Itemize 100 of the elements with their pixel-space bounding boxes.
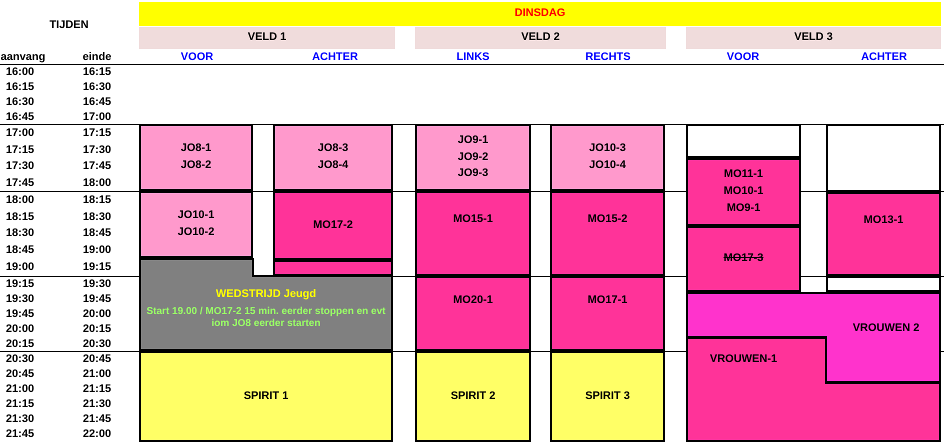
end-time: 16:45 bbox=[82, 94, 112, 108]
header-label: VELD 1 bbox=[248, 31, 286, 45]
team-label: MO15-1 bbox=[453, 213, 493, 227]
end-time: 17:45 bbox=[82, 159, 112, 173]
end-time: 21:45 bbox=[82, 412, 112, 426]
team-label: JO9-1 bbox=[458, 134, 488, 148]
start-time: 21:15 bbox=[6, 396, 34, 410]
start-time: 18:15 bbox=[6, 210, 34, 224]
match-title: WEDSTRIJD Jeugd bbox=[216, 288, 316, 302]
column-title: TIJDEN bbox=[49, 18, 89, 32]
column-title: einde bbox=[82, 50, 112, 64]
schedule-block bbox=[415, 276, 531, 351]
end-time: 18:45 bbox=[82, 226, 112, 240]
team-label: JO9-3 bbox=[458, 167, 488, 182]
end-time: 17:30 bbox=[82, 142, 112, 156]
end-time: 19:15 bbox=[82, 260, 112, 274]
start-time: 17:15 bbox=[6, 142, 34, 156]
team-label: MO20-1 bbox=[453, 294, 493, 308]
team-label: VROUWEN 2 bbox=[852, 322, 920, 336]
header-label: VELD 2 bbox=[521, 31, 560, 45]
end-time: 20:30 bbox=[82, 336, 112, 350]
end-time: 19:45 bbox=[82, 292, 112, 306]
team-label: SPIRIT 3 bbox=[585, 390, 630, 404]
team-label: MO15-2 bbox=[588, 213, 628, 227]
team-label: MO17-3 bbox=[724, 252, 764, 266]
start-time: 17:30 bbox=[6, 159, 34, 173]
team-label: JO10-3 bbox=[589, 142, 626, 156]
start-time: 16:00 bbox=[6, 65, 34, 79]
end-time: 22:00 bbox=[82, 427, 112, 441]
schedule-block bbox=[139, 351, 393, 442]
team-label: MO9-1 bbox=[726, 202, 760, 216]
schedule-block bbox=[550, 191, 665, 276]
start-time: 20:15 bbox=[6, 336, 34, 350]
team-label: JO8-4 bbox=[318, 159, 348, 173]
schedule-block bbox=[550, 124, 665, 191]
end-time: 21:30 bbox=[82, 396, 112, 410]
team-label: JO9-2 bbox=[458, 150, 488, 164]
header-band bbox=[415, 27, 666, 49]
team-label: JO8-2 bbox=[180, 159, 212, 173]
end-time: 21:00 bbox=[82, 366, 112, 380]
start-time: 21:30 bbox=[6, 412, 34, 426]
start-time: 21:45 bbox=[6, 427, 34, 441]
start-time: 19:15 bbox=[6, 276, 34, 290]
team-label: JO8-1 bbox=[180, 142, 212, 156]
start-time: 20:30 bbox=[6, 352, 34, 366]
start-time: 17:00 bbox=[6, 126, 34, 140]
end-time: 16:30 bbox=[82, 80, 112, 94]
header-band bbox=[686, 27, 941, 49]
end-time: 18:30 bbox=[82, 210, 112, 224]
schedule-block bbox=[415, 351, 531, 442]
team-label: SPIRIT 2 bbox=[450, 390, 496, 404]
start-time: 18:00 bbox=[6, 192, 34, 206]
schedule-block bbox=[139, 124, 253, 191]
start-time: 19:45 bbox=[6, 306, 34, 320]
start-time: 20:45 bbox=[6, 366, 34, 380]
schedule-block bbox=[273, 124, 393, 191]
team-label: JO10-4 bbox=[589, 159, 626, 173]
end-time: 18:00 bbox=[82, 176, 112, 190]
end-time: 19:00 bbox=[82, 242, 112, 256]
side-label: RECHTS bbox=[585, 50, 631, 64]
end-time: 18:15 bbox=[82, 192, 112, 206]
side-label: VOOR bbox=[180, 50, 214, 64]
start-time: 16:45 bbox=[6, 110, 34, 124]
empty-slot bbox=[686, 124, 801, 158]
start-time: 19:00 bbox=[6, 260, 34, 274]
start-time: 16:15 bbox=[6, 80, 34, 94]
team-label: MO11-1 bbox=[724, 168, 764, 182]
schedule-block bbox=[686, 158, 801, 226]
header-band bbox=[139, 27, 395, 49]
team-label: MO13-1 bbox=[864, 214, 904, 228]
team-label: MO10-1 bbox=[724, 185, 764, 199]
team-label: MO17-2 bbox=[313, 218, 353, 232]
schedule-block bbox=[550, 351, 665, 442]
end-time: 20:45 bbox=[82, 352, 112, 366]
header-band bbox=[139, 2, 941, 26]
column-title: aanvang bbox=[0, 50, 46, 64]
team-label: JO10-1 bbox=[178, 209, 214, 223]
start-time: 20:00 bbox=[6, 322, 34, 336]
header-label: DINSDAG bbox=[514, 7, 566, 21]
match-note: Start 19.00 / MO17-2 15 min. eerder stoppen en evt iom JO8 eerder starten bbox=[146, 306, 386, 331]
end-time: 20:00 bbox=[82, 306, 112, 320]
start-time: 18:30 bbox=[6, 226, 34, 240]
schedule-block bbox=[415, 191, 531, 276]
start-time: 21:00 bbox=[6, 382, 34, 396]
end-time: 17:15 bbox=[82, 126, 112, 140]
end-time: 21:15 bbox=[82, 382, 112, 396]
team-label: SPIRIT 1 bbox=[244, 390, 288, 404]
team-label: JO8-3 bbox=[318, 142, 348, 156]
start-time: 18:45 bbox=[6, 242, 34, 256]
header-label: VELD 3 bbox=[794, 31, 833, 45]
schedule-block bbox=[826, 192, 941, 276]
end-time: 19:30 bbox=[82, 276, 112, 290]
schedule-block bbox=[139, 191, 253, 258]
start-time: 17:45 bbox=[6, 176, 34, 190]
end-time: 17:00 bbox=[82, 110, 112, 124]
team-label: JO10-2 bbox=[178, 226, 214, 240]
side-label: LINKS bbox=[456, 50, 490, 64]
empty-slot bbox=[273, 260, 393, 276]
end-time: 16:15 bbox=[82, 65, 112, 79]
empty-slot bbox=[826, 276, 941, 292]
